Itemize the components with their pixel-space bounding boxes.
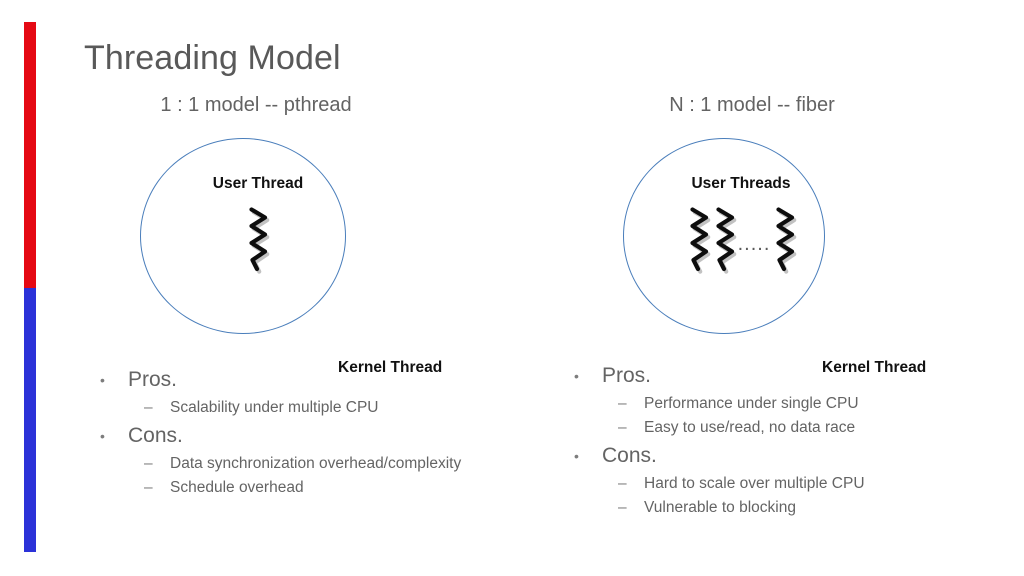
page-title: Threading Model bbox=[84, 39, 341, 77]
list-item: – Data synchronization overhead/complexi… bbox=[88, 452, 558, 476]
bullet-section-title: • Pros. bbox=[88, 364, 558, 396]
bullet-marker-icon: • bbox=[574, 368, 579, 384]
column-pthread: 1 : 1 model -- pthread User Thread Kerne… bbox=[20, 92, 490, 562]
list-item: – Hard to scale over multiple CPU bbox=[562, 472, 1024, 496]
bullet-section-title: • Pros. bbox=[562, 360, 1024, 392]
bullet-section-label: Pros. bbox=[602, 364, 652, 387]
column-heading: N : 1 model -- fiber bbox=[669, 94, 835, 116]
accent-bar-blue-segment bbox=[24, 288, 36, 552]
list-item-label: Hard to scale over multiple CPU bbox=[644, 475, 865, 492]
list-item: – Easy to use/read, no data race bbox=[562, 416, 1024, 440]
ellipsis-icon: ..... bbox=[737, 233, 771, 255]
diagram-1to1: User Thread Kernel Thread bbox=[20, 136, 490, 386]
list-item-label: Vulnerable to blocking bbox=[644, 499, 796, 516]
list-item-label: Easy to use/read, no data race bbox=[644, 419, 856, 436]
list-item: – Performance under single CPU bbox=[562, 392, 1024, 416]
accent-bar-red-segment bbox=[24, 22, 36, 288]
kernel-thread-label: Kernel Thread bbox=[338, 359, 443, 376]
user-thread-glyph-group bbox=[22, 202, 492, 274]
diagram-nto1: User Threads ..... Kernel Thread bbox=[500, 136, 970, 386]
list-item-label: Data synchronization overhead/complexity bbox=[170, 455, 462, 472]
list-item-label: Schedule overhead bbox=[170, 479, 304, 496]
bullet-section-title: • Cons. bbox=[562, 440, 1024, 472]
list-item: – Scalability under multiple CPU bbox=[88, 396, 558, 420]
thread-squiggle-icon bbox=[715, 207, 736, 274]
bullet-marker-icon: • bbox=[574, 448, 579, 464]
kernel-thread-circle bbox=[623, 138, 825, 334]
column-heading: 1 : 1 model -- pthread bbox=[160, 94, 352, 116]
bullet-marker-icon: • bbox=[100, 372, 105, 388]
user-thread-glyph-group: ..... bbox=[506, 202, 976, 274]
bullet-section-label: Pros. bbox=[128, 368, 178, 391]
bullet-list-pthread: • Pros. – Scalability under multiple CPU… bbox=[88, 364, 558, 500]
column-fiber: N : 1 model -- fiber User Threads ..... bbox=[500, 92, 970, 562]
list-item-label: Scalability under multiple CPU bbox=[170, 399, 379, 416]
list-item: – Schedule overhead bbox=[88, 476, 558, 500]
accent-bar bbox=[24, 22, 36, 552]
list-item-label: Performance under single CPU bbox=[644, 395, 859, 412]
kernel-thread-circle bbox=[140, 138, 346, 334]
dash-marker-icon: – bbox=[618, 499, 627, 516]
dash-marker-icon: – bbox=[144, 399, 153, 416]
dash-marker-icon: – bbox=[618, 419, 627, 436]
dash-marker-icon: – bbox=[144, 455, 153, 472]
bullet-list-fiber: • Pros. – Performance under single CPU –… bbox=[562, 360, 1024, 520]
dash-marker-icon: – bbox=[618, 395, 627, 412]
thread-squiggle-icon bbox=[776, 207, 797, 274]
bullet-marker-icon: • bbox=[100, 428, 105, 444]
bullet-section-title: • Cons. bbox=[88, 420, 558, 452]
bullet-section-label: Cons. bbox=[602, 444, 657, 467]
list-item: – Vulnerable to blocking bbox=[562, 496, 1024, 520]
thread-squiggle-icon bbox=[249, 207, 270, 274]
user-threads-label: User Threads bbox=[691, 175, 791, 192]
thread-squiggle-icon bbox=[689, 207, 710, 274]
kernel-thread-label: Kernel Thread bbox=[822, 359, 927, 376]
dash-marker-icon: – bbox=[144, 479, 153, 496]
user-thread-label: User Thread bbox=[212, 175, 304, 192]
bullet-section-label: Cons. bbox=[128, 424, 183, 447]
dash-marker-icon: – bbox=[618, 475, 627, 492]
